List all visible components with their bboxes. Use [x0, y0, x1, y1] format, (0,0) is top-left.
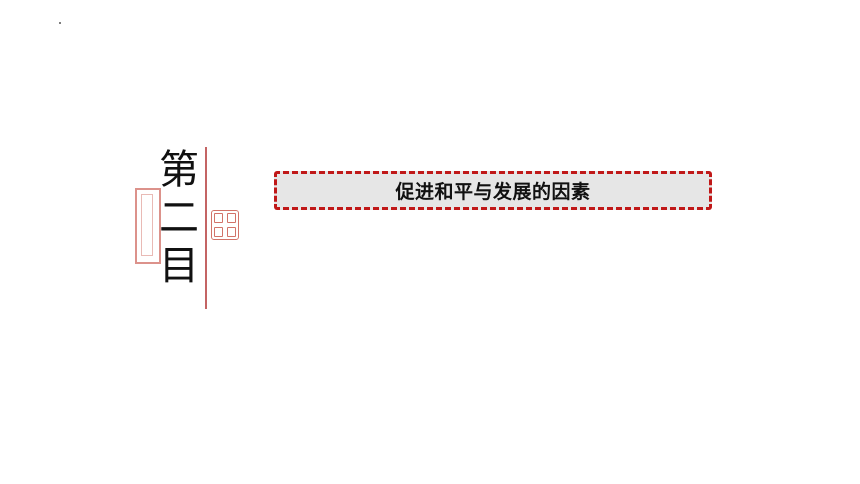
red-frame-decoration	[135, 188, 161, 264]
heading-char-1: 第	[159, 147, 199, 193]
corner-dot	[59, 22, 61, 24]
heading-char-2: 二	[159, 195, 199, 241]
section-heading: 第 二 目	[156, 146, 202, 290]
seal-stamp-icon	[211, 210, 239, 240]
heading-char-3: 目	[159, 243, 199, 289]
red-divider-line	[205, 147, 207, 309]
topic-title-box: 促进和平与发展的因素	[274, 171, 712, 210]
topic-title: 促进和平与发展的因素	[395, 181, 591, 203]
red-frame-inner-decoration	[141, 194, 153, 256]
